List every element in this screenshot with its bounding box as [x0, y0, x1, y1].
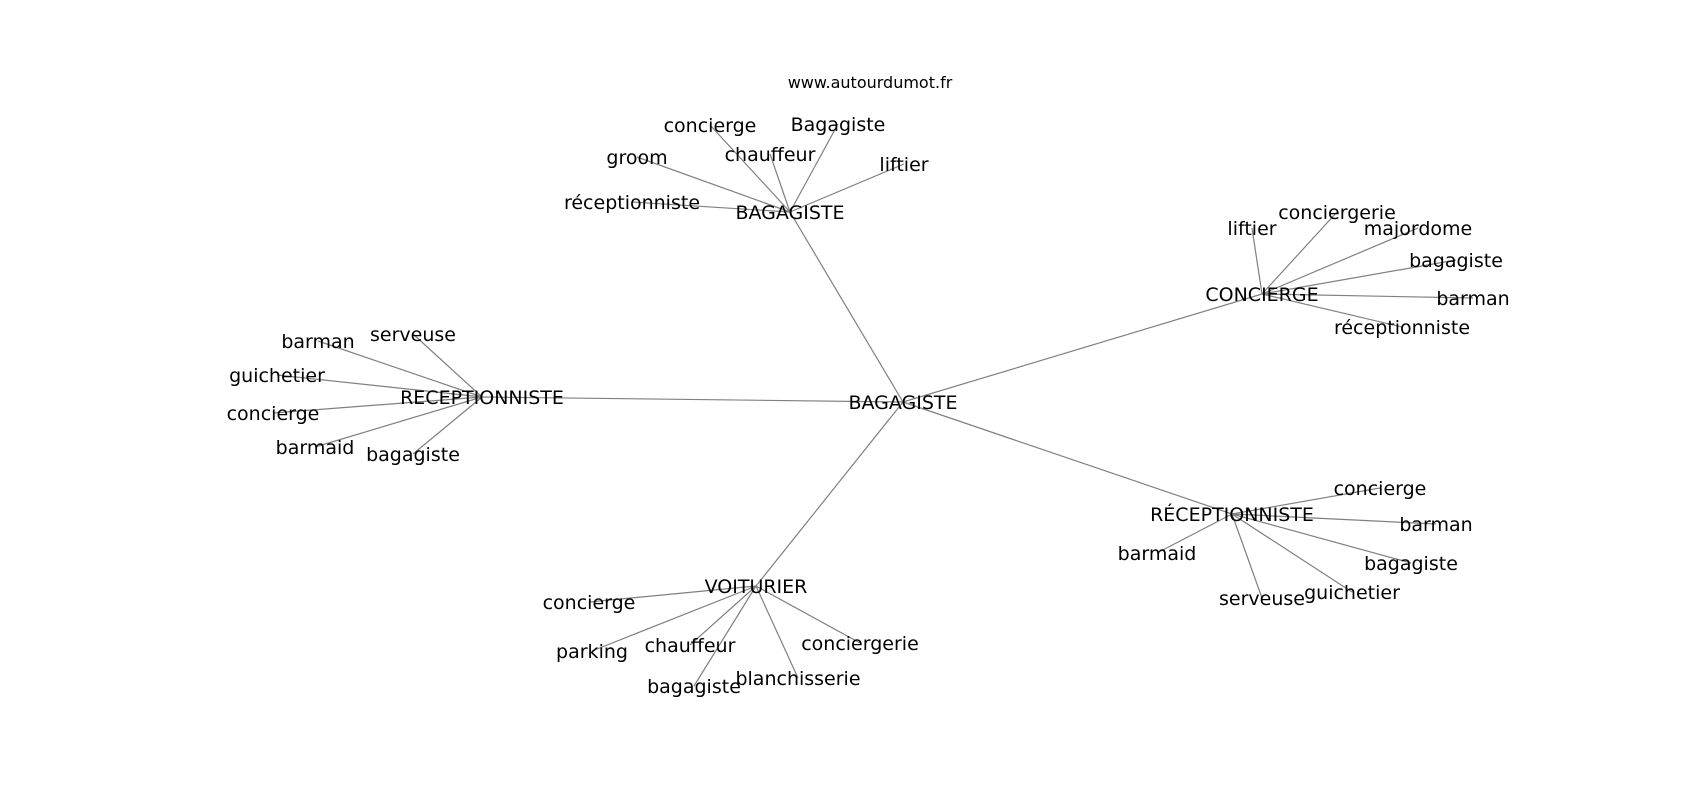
leaf-node-receptionniste-plain-3: concierge — [227, 403, 320, 425]
leaf-node-concierge-2: majordome — [1364, 218, 1472, 240]
edge-center-receptionniste-accent — [902, 401, 1233, 515]
leaf-node-voiturier-3: conciergerie — [801, 633, 919, 655]
leaf-node-receptionniste-plain-4: barmaid — [276, 437, 355, 459]
edge-concierge-1 — [1261, 211, 1338, 295]
leaf-node-bagagiste-4: liftier — [879, 154, 928, 176]
hub-node-bagagiste: BAGAGISTE — [735, 202, 844, 224]
leaf-node-voiturier-1: parking — [556, 641, 628, 663]
leaf-node-voiturier-0: concierge — [543, 592, 636, 614]
edge-concierge-3 — [1261, 259, 1457, 295]
edge-concierge-0 — [1251, 227, 1263, 295]
leaf-node-receptionniste-accent-4: guichetier — [1304, 582, 1400, 604]
leaf-node-voiturier-2: chauffeur — [645, 635, 736, 657]
leaf-node-receptionniste-plain-5: bagagiste — [366, 444, 460, 466]
graph-edges — [272, 123, 1474, 687]
edge-receptionniste-plain-0 — [317, 340, 483, 398]
leaf-node-receptionniste-accent-3: bagagiste — [1364, 553, 1458, 575]
edge-receptionniste-plain-5 — [412, 396, 483, 455]
leaf-node-receptionniste-accent-2: barmaid — [1118, 543, 1197, 565]
edge-bagagiste-4 — [789, 163, 905, 213]
edge-voiturier-0 — [588, 585, 757, 603]
edge-receptionniste-accent-2 — [1156, 513, 1233, 554]
edge-receptionniste-accent-1 — [1231, 513, 1437, 525]
edge-bagagiste-1 — [789, 123, 839, 213]
edge-receptionniste-accent-3 — [1231, 513, 1412, 564]
hub-node-receptionniste-plain: RECEPTIONNISTE — [400, 387, 564, 409]
edge-voiturier-5 — [755, 585, 799, 679]
leaf-node-bagagiste-1: Bagagiste — [791, 114, 886, 136]
edge-receptionniste-accent-4 — [1231, 513, 1353, 593]
edge-center-receptionniste-plain — [481, 396, 904, 403]
leaf-node-voiturier-5: blanchisserie — [735, 668, 860, 690]
leaf-node-concierge-1: conciergerie — [1278, 202, 1396, 224]
edge-bagagiste-3 — [769, 153, 791, 213]
edge-receptionniste-plain-3 — [272, 396, 483, 414]
center-node-label: BAGAGISTE — [848, 392, 957, 414]
leaf-node-concierge-4: barman — [1436, 288, 1509, 310]
edge-concierge-5 — [1261, 293, 1403, 328]
leaf-node-concierge-3: bagagiste — [1409, 250, 1503, 272]
edge-receptionniste-accent-5 — [1231, 513, 1263, 599]
edge-concierge-2 — [1261, 227, 1419, 295]
edge-center-concierge — [902, 293, 1263, 403]
edge-center-voiturier — [755, 401, 904, 587]
leaf-node-receptionniste-accent-1: barman — [1399, 514, 1472, 536]
edge-bagagiste-5 — [631, 201, 791, 213]
edge-center-bagagiste — [789, 211, 904, 403]
leaf-node-voiturier-4: bagagiste — [647, 676, 741, 698]
edge-voiturier-3 — [755, 585, 861, 644]
leaf-node-receptionniste-accent-5: serveuse — [1219, 588, 1305, 610]
edge-concierge-4 — [1261, 293, 1474, 299]
edge-bagagiste-2 — [636, 156, 791, 213]
edge-voiturier-1 — [591, 585, 757, 652]
edge-voiturier-2 — [689, 585, 757, 646]
hub-node-concierge: CONCIERGE — [1205, 284, 1318, 306]
leaf-node-bagagiste-0: concierge — [664, 115, 757, 137]
edge-bagagiste-0 — [709, 124, 791, 213]
leaf-node-concierge-5: réceptionniste — [1334, 317, 1470, 339]
edge-receptionniste-accent-0 — [1231, 487, 1381, 515]
leaf-node-receptionniste-plain-1: serveuse — [370, 324, 456, 346]
leaf-node-bagagiste-5: réceptionniste — [564, 192, 700, 214]
edge-receptionniste-plain-2 — [276, 374, 483, 398]
leaf-node-bagagiste-2: groom — [606, 147, 667, 169]
leaf-node-bagagiste-3: chauffeur — [725, 144, 816, 166]
edge-receptionniste-plain-4 — [314, 396, 483, 448]
hub-node-voiturier: VOITURIER — [705, 576, 808, 598]
leaf-node-receptionniste-accent-0: concierge — [1334, 478, 1427, 500]
leaf-node-concierge-0: liftier — [1227, 218, 1276, 240]
graph-labels: BAGAGISTE BAGAGISTE concierge Bagagiste groo… — [227, 114, 1510, 698]
edge-voiturier-4 — [693, 585, 757, 687]
source-watermark: www.autourdumot.fr — [788, 73, 953, 92]
hub-node-receptionniste-accent: RÉCEPTIONNISTE — [1150, 503, 1314, 526]
leaf-node-receptionniste-plain-2: guichetier — [229, 365, 325, 387]
edge-receptionniste-plain-1 — [412, 333, 483, 398]
leaf-node-receptionniste-plain-0: barman — [281, 331, 354, 353]
